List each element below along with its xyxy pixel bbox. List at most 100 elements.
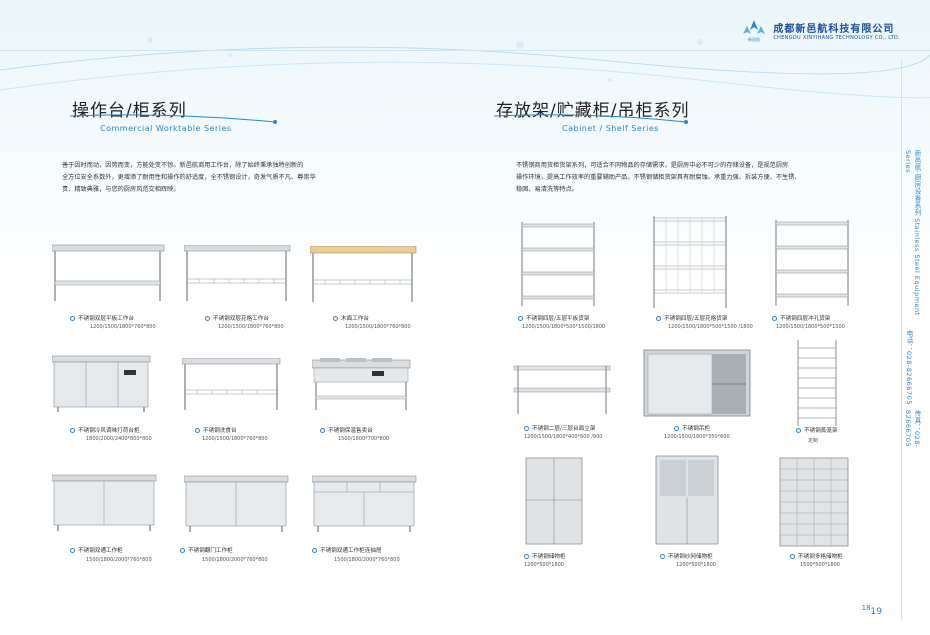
product-image-drawer-cabinet xyxy=(312,474,418,534)
product-name: 不锈钢洗食台 xyxy=(203,428,237,434)
sidebar-contact: 新邑航·厨房设备系列 Stainless Steel Equipment Ser… xyxy=(902,150,921,480)
product-caption: 不锈钢双层花格工作台 xyxy=(205,314,269,322)
product-spec: 1200/1500/1800*500*1500/1800 xyxy=(522,324,606,330)
company-name-en: CHENGDU XINYIHANG TECHNOLOGY CO., LTD. xyxy=(773,34,900,41)
product-caption: 不锈钢吊柜 xyxy=(674,424,710,432)
right-title-underline xyxy=(494,114,688,124)
company-name-cn: 成都新邑航科技有限公司 xyxy=(773,23,895,35)
product-name: 不锈钢储物柜 xyxy=(532,554,566,560)
product-caption: 不锈钢储物柜 xyxy=(524,552,566,560)
right-intro-line: 不锈钢商用货柜货架系列，可适合不同物品的存储需求，是厨房中必不可少的存储设备，是… xyxy=(516,162,789,169)
product-caption: 不锈钢双通工作柜连抽屉 xyxy=(312,546,382,554)
product-image-table-rack xyxy=(512,362,612,418)
product-name: 不锈钢双层花格工作台 xyxy=(213,316,269,322)
product-spec: 1500/1800/2000*760*800 xyxy=(202,557,268,563)
product-image-perforated-shelf xyxy=(772,218,854,308)
page-number-right: 19 xyxy=(870,607,882,617)
product-spec: 1500*500*1800 xyxy=(800,562,840,568)
product-name: 不锈钢双层平板工作台 xyxy=(78,316,134,322)
product-name: 不锈钢二层/三层台面立架 xyxy=(532,426,596,432)
left-intro: 善于因时而动，因势而变，方能处变不惊。新邑航商用工作台，除了始终秉承独特创新的 … xyxy=(62,160,362,196)
product-image-mesh-cabinet xyxy=(654,454,720,548)
left-section-title: 操作台/柜系列 Commercial Worktable Series xyxy=(72,96,232,133)
product-caption: 不锈钢翻门工作柜 xyxy=(180,546,233,554)
product-name: 不锈钢多格储物柜 xyxy=(798,554,843,560)
product-image-wood-worktable xyxy=(310,246,420,306)
product-spec: 1200/1500/1800*500*1500 /1800 xyxy=(668,324,753,330)
product-name: 不锈钢双通工作柜 xyxy=(78,548,123,554)
product-image-refrigerated-table xyxy=(52,354,152,414)
product-spec: 1500/1800/2000*760*800 xyxy=(86,557,152,563)
product-spec: 定制 xyxy=(808,438,819,444)
product-caption: 不锈钢蒸笼架 xyxy=(796,426,838,434)
product-caption: 不锈钢二层/三层台面立架 xyxy=(524,424,595,432)
right-intro-line: 操作环境，提高工作效率的重要辅助产品。不锈钢储柜货架具有耐腐蚀、承重力强、拆装方… xyxy=(516,174,801,181)
product-spec: 1200*500*1800 xyxy=(524,562,564,568)
header-divider xyxy=(0,50,930,51)
left-intro-line: 全方位安全系数外，更增添了耐用性和操作的舒适度，全不锈钢设计，奇发气质不凡、尊崇… xyxy=(62,174,316,181)
right-margin-line xyxy=(901,60,902,620)
product-spec: 1200/1500/1800*760*800 xyxy=(345,324,411,330)
product-name: 不锈钢双通工作柜连抽屉 xyxy=(320,548,382,554)
page-number-left: 18 xyxy=(861,604,871,612)
product-image-wash-table xyxy=(182,358,282,418)
product-image-steamer-rack xyxy=(792,338,842,428)
product-image-wall-cabinet xyxy=(642,348,752,420)
product-spec: 1800/2000/2400*800*800 xyxy=(86,436,152,442)
product-spec: 1200/1500/1800*350*600 xyxy=(664,434,730,440)
product-spec: 1500/1800/2000*760*800 xyxy=(334,557,400,563)
product-spec: 1200/1500/1800*500*1500 xyxy=(776,324,845,330)
product-image-grid-shelf xyxy=(650,214,732,310)
product-spec: 1200/1500/1800*760*800 xyxy=(90,324,156,330)
product-name: 不锈钢四层/五层平板货架 xyxy=(526,316,590,322)
left-title-text: 操作台/柜系列 xyxy=(72,101,187,121)
page-numbers: 1819 xyxy=(862,604,882,617)
right-subtitle: Cabinet / Shelf Series xyxy=(562,124,659,133)
left-subtitle: Commercial Worktable Series xyxy=(100,124,232,133)
product-name: 不锈钢四层冲孔货架 xyxy=(780,316,831,322)
product-caption: 不锈钢四层/五层花格货架 xyxy=(656,314,727,322)
product-caption: 不锈钢冷风调味打荷台柜 xyxy=(70,426,140,434)
product-caption: 木面工作台 xyxy=(333,314,369,322)
right-intro-line: 稳固、易清洗等特点。 xyxy=(516,186,578,193)
product-name: 不锈钢吊柜 xyxy=(682,426,710,432)
sidebar-tel: 电话：028-82666705 xyxy=(905,330,913,405)
product-image-multi-compartment-cabinet xyxy=(778,456,850,548)
product-name: 木面工作台 xyxy=(341,316,369,322)
left-intro-line: 善于因时而动，因势而变，方能处变不惊。新邑航商用工作台，除了始终秉承独特创新的 xyxy=(62,162,304,169)
product-caption: 不锈钢多格储物柜 xyxy=(790,552,843,560)
sidebar-series-text: 新邑航·厨房设备系列 Stainless Steel Equipment Ser… xyxy=(904,150,921,316)
right-intro: 不锈钢商用货柜货架系列，可适合不同物品的存储需求，是厨房中必不可少的存储设备，是… xyxy=(516,160,861,196)
product-spec: 1200/1500/1800*400*600 /900 xyxy=(524,434,603,440)
product-caption: 不锈钢四层/五层平板货架 xyxy=(518,314,589,322)
product-name: 不锈钢冷风调味打荷台柜 xyxy=(78,428,140,434)
product-image-flat-shelf xyxy=(518,220,600,308)
product-image-storage-cabinet xyxy=(524,456,584,548)
product-image-double-pass-cabinet xyxy=(52,473,158,533)
product-spec: 1200/1500/1800*760*800 xyxy=(202,436,268,442)
product-name: 不锈钢保温售卖台 xyxy=(328,428,373,434)
product-caption: 不锈钢双通工作柜 xyxy=(70,546,123,554)
product-name: 不锈钢纱网储物柜 xyxy=(668,554,713,560)
product-spec: 1500/1800*700*800 xyxy=(338,436,390,442)
product-name: 不锈钢蒸笼架 xyxy=(804,428,838,434)
product-name: 不锈钢翻门工作柜 xyxy=(188,548,233,554)
right-section-title: 存放架/贮藏柜/吊柜系列 Cabinet / Shelf Series xyxy=(496,96,689,133)
product-caption: 不锈钢四层冲孔货架 xyxy=(772,314,830,322)
product-caption: 不锈钢洗食台 xyxy=(195,426,237,434)
product-caption: 不锈钢双层平板工作台 xyxy=(70,314,134,322)
company-brand: 新邑航 成都新邑航科技有限公司 CHENGDU XINYIHANG TECHNO… xyxy=(741,18,900,42)
left-title-underline xyxy=(70,114,277,124)
product-spec: 1200*500*1800 xyxy=(676,562,716,568)
product-image-flat-worktable xyxy=(52,243,167,303)
product-spec: 1200/1500/1800*760*800 xyxy=(218,324,284,330)
company-logo-icon: 新邑航 xyxy=(743,20,766,42)
product-image-grid-worktable xyxy=(184,245,294,305)
product-caption: 不锈钢纱网储物柜 xyxy=(660,552,713,560)
product-image-flip-door-cabinet xyxy=(184,474,290,534)
logo-text: 新邑航 xyxy=(748,36,760,42)
product-image-warming-counter xyxy=(312,356,412,416)
sidebar-fax: 传真：028-82666705 xyxy=(904,410,921,448)
